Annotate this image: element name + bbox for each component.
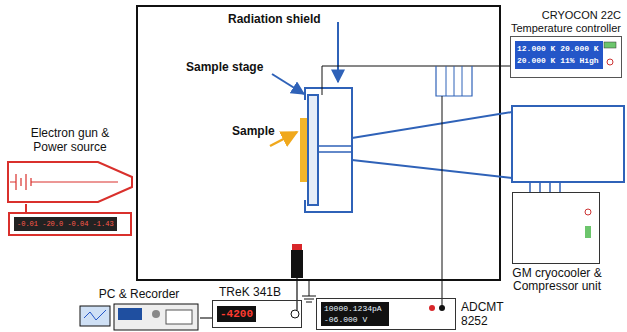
gun-outline <box>6 160 134 204</box>
electron-gun: Electron gun & Power source <box>6 160 134 204</box>
indicator <box>604 42 616 48</box>
terminal <box>429 305 435 311</box>
device-label: GM cryocooler & Compressor unit <box>507 267 607 293</box>
display-readout: -4200 <box>217 306 256 322</box>
device-label: ADCMT 8252 <box>461 300 515 328</box>
ground-symbol <box>302 280 316 302</box>
feedthrough-pins <box>446 66 462 96</box>
monitor-trace <box>84 310 106 320</box>
power-source: -0.01 -20.0 -0.04 -1.43 <box>8 212 132 236</box>
recorder-knob <box>152 310 160 318</box>
device-label: PC & Recorder <box>78 288 200 301</box>
feedthrough <box>436 66 472 96</box>
temperature-controller: CRYOCON 22C Temperature controller12.000… <box>510 36 622 78</box>
recorder-display <box>118 308 142 320</box>
monitor <box>80 306 110 326</box>
device-label: TReK 341B <box>219 286 281 299</box>
knob <box>291 310 299 318</box>
compressor-unit: GM cryocooler & Compressor unit <box>512 192 600 264</box>
probe-tip <box>292 244 302 250</box>
wire-connector <box>200 317 212 318</box>
cryo-lines <box>530 182 560 192</box>
electrometer: TReK 341B-4200 <box>212 300 302 328</box>
wire-connector <box>25 204 27 212</box>
gun-shape <box>10 174 118 190</box>
button <box>585 209 591 215</box>
sample-stage <box>308 95 318 205</box>
indicator <box>585 226 591 238</box>
cold-arm <box>352 112 512 178</box>
terminal <box>439 305 445 311</box>
probe-cable <box>296 278 297 310</box>
display-readout: 10000.1234pA -06.000 V <box>321 302 389 326</box>
part-label: Sample <box>232 124 275 138</box>
cold-link <box>318 146 352 152</box>
cold-head <box>512 106 624 182</box>
button <box>607 59 613 65</box>
sensor-wire <box>322 66 510 95</box>
callout-arrow <box>337 22 339 82</box>
gun-shape <box>8 162 132 202</box>
pc-recorder: PC & Recorder <box>78 302 200 330</box>
device-label: Electron gun & Power source <box>15 126 125 154</box>
ammeter: ADCMT 825210000.1234pA -06.000 V <box>316 298 456 330</box>
recorder <box>114 304 198 330</box>
part-label: Radiation shield <box>228 12 321 26</box>
device-label: CRYOCON 22C Temperature controller <box>503 9 621 35</box>
recorder-panel <box>166 310 192 324</box>
vacuum-chamber <box>137 6 500 280</box>
callout-arrow <box>272 74 304 94</box>
part-label: Sample stage <box>186 60 263 74</box>
display-readout: -0.01 -20.0 -0.04 -1.43 <box>14 217 117 231</box>
probe <box>291 250 303 278</box>
radiation-shield <box>305 88 352 212</box>
display-readout: 12.000 K 20.000 K 20.000 K 11% High <box>515 41 603 69</box>
sample <box>300 118 307 182</box>
current-wire <box>442 96 443 306</box>
